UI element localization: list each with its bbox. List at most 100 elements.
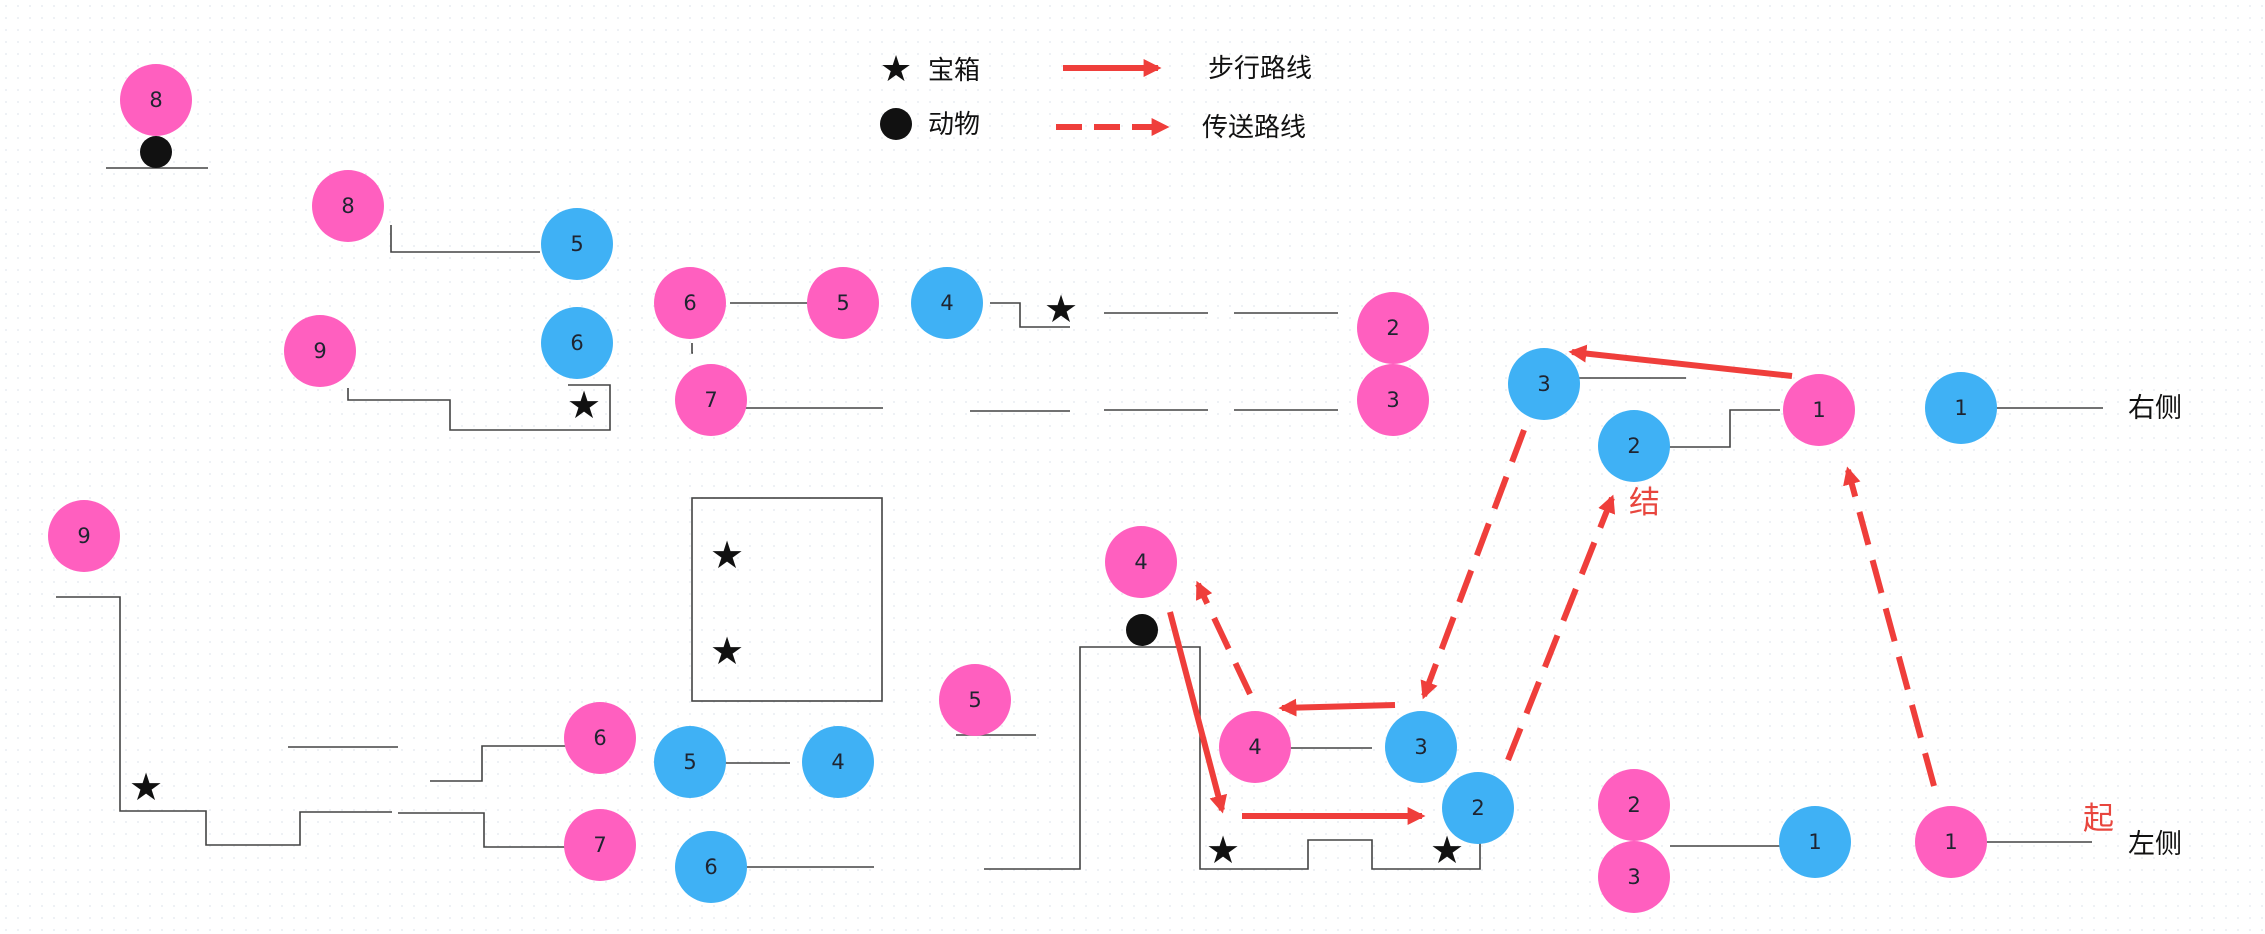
platform-node-pink-7: 7 (564, 809, 636, 881)
walk-arrow-3-to-4 (1278, 698, 1396, 717)
platform-number: 2 (1386, 316, 1399, 340)
platform-number: 6 (683, 291, 696, 315)
treasure-star-icon: ★ (710, 533, 744, 577)
platform-number: 3 (1627, 865, 1640, 889)
treasure-star-icon: ★ (710, 629, 744, 673)
platform-circle (807, 267, 879, 339)
legend-teleport-label: 传送路线 (1202, 113, 1306, 143)
platform-circle (564, 702, 636, 774)
platform-node-pink-6: 6 (564, 702, 636, 774)
platform-node-blue-3: 3 (1508, 348, 1580, 420)
platform-circle (939, 664, 1011, 736)
legend-treasure-label: 宝箱 (928, 56, 980, 86)
left-side-label: 左侧 (2128, 829, 2182, 860)
legend-walk-label: 步行路线 (1208, 54, 1312, 84)
platform-node-pink-9: 9 (48, 500, 120, 572)
platform-node-pink-7: 7 (675, 364, 747, 436)
platform-circle (1442, 772, 1514, 844)
walk-arrow-4-down (1167, 611, 1228, 814)
legend-animal-label: 动物 (928, 110, 980, 140)
platform-number: 5 (570, 232, 583, 256)
platform-number: 1 (1954, 396, 1967, 420)
ledge-line-2 (390, 225, 540, 253)
platform-node-pink-3: 3 (1357, 364, 1429, 436)
platform-node-pink-2: 2 (1598, 769, 1670, 841)
platform-node-blue-4: 4 (911, 267, 983, 339)
animal-icon (140, 136, 172, 168)
legend-animal-icon (880, 108, 912, 140)
ledge-line-17 (56, 596, 392, 846)
platform-circle (1385, 711, 1457, 783)
end-marker: 结 (1629, 485, 1660, 521)
treasure-star-icon: ★ (1206, 828, 1240, 872)
platform-circle (1598, 410, 1670, 482)
teleport-arrow-start-to-1 (1843, 466, 1937, 787)
teleport-arrow-3-to-3 (1420, 428, 1527, 700)
platform-node-pink-1: 1 (1783, 374, 1855, 446)
platform-number: 8 (149, 88, 162, 112)
platform-number: 2 (1471, 796, 1484, 820)
platform-number: 3 (1386, 388, 1399, 412)
platform-node-blue-5: 5 (654, 726, 726, 798)
platform-node-blue-6: 6 (541, 307, 613, 379)
platform-number: 4 (1248, 735, 1261, 759)
platform-circle (675, 831, 747, 903)
platform-node-pink-9: 9 (284, 315, 356, 387)
platform-circle (1598, 769, 1670, 841)
teleport-arrow-4-to-4 (1195, 580, 1253, 696)
platform-node-pink-1: 1 (1915, 806, 1987, 878)
platform-node-pink-6: 6 (654, 267, 726, 339)
start-marker: 起 (2083, 801, 2114, 837)
platform-node-pink-5: 5 (807, 267, 879, 339)
platform-number: 9 (313, 339, 326, 363)
animal-icon (1126, 614, 1158, 646)
ledge-line-24 (984, 646, 1481, 870)
ledge-lines (56, 167, 2103, 870)
platform-node-pink-4: 4 (1105, 526, 1177, 598)
platform-node-blue-3: 3 (1385, 711, 1457, 783)
treasure-star-icon: ★ (567, 383, 601, 427)
platform-number: 5 (683, 750, 696, 774)
platform-number: 5 (968, 688, 981, 712)
platform-node-blue-1: 1 (1925, 372, 1997, 444)
platform-circle (1783, 374, 1855, 446)
platform-number: 6 (570, 331, 583, 355)
platform-circle (284, 315, 356, 387)
platform-node-pink-4: 4 (1219, 711, 1291, 783)
platform-circle (1357, 364, 1429, 436)
platform-circle (654, 267, 726, 339)
platform-circle (1105, 526, 1177, 598)
platform-node-pink-8: 8 (312, 170, 384, 242)
platform-number: 1 (1812, 398, 1825, 422)
platform-number: 8 (341, 194, 354, 218)
platform-node-blue-2: 2 (1442, 772, 1514, 844)
platform-circle (312, 170, 384, 242)
platform-node-blue-4: 4 (802, 726, 874, 798)
platform-circle (48, 500, 120, 572)
platform-number: 1 (1944, 830, 1957, 854)
walk-arrow-1-to-3 (1568, 344, 1793, 379)
platform-number: 6 (704, 855, 717, 879)
platform-node-pink-3: 3 (1598, 841, 1670, 913)
platform-circle (911, 267, 983, 339)
platform-circle (120, 64, 192, 136)
legend-star-icon: ★ (880, 49, 912, 90)
platform-circle (675, 364, 747, 436)
ledge-line-19 (430, 745, 570, 782)
ledge-line-3 (347, 384, 611, 431)
right-side-label: 右侧 (2128, 393, 2182, 424)
platform-number: 1 (1808, 830, 1821, 854)
platform-circle (1357, 292, 1429, 364)
platform-circle (1598, 841, 1670, 913)
ledge-line-20 (398, 812, 570, 848)
platform-number: 4 (1134, 550, 1147, 574)
treasure-star-icon: ★ (1044, 287, 1078, 331)
platform-number: 7 (704, 388, 717, 412)
platform-node-blue-1: 1 (1779, 806, 1851, 878)
platform-number: 7 (593, 833, 606, 857)
platform-circle (1779, 806, 1851, 878)
route-arrows (1167, 344, 1937, 825)
treasure-room-box (691, 497, 883, 702)
platform-circle (1508, 348, 1580, 420)
